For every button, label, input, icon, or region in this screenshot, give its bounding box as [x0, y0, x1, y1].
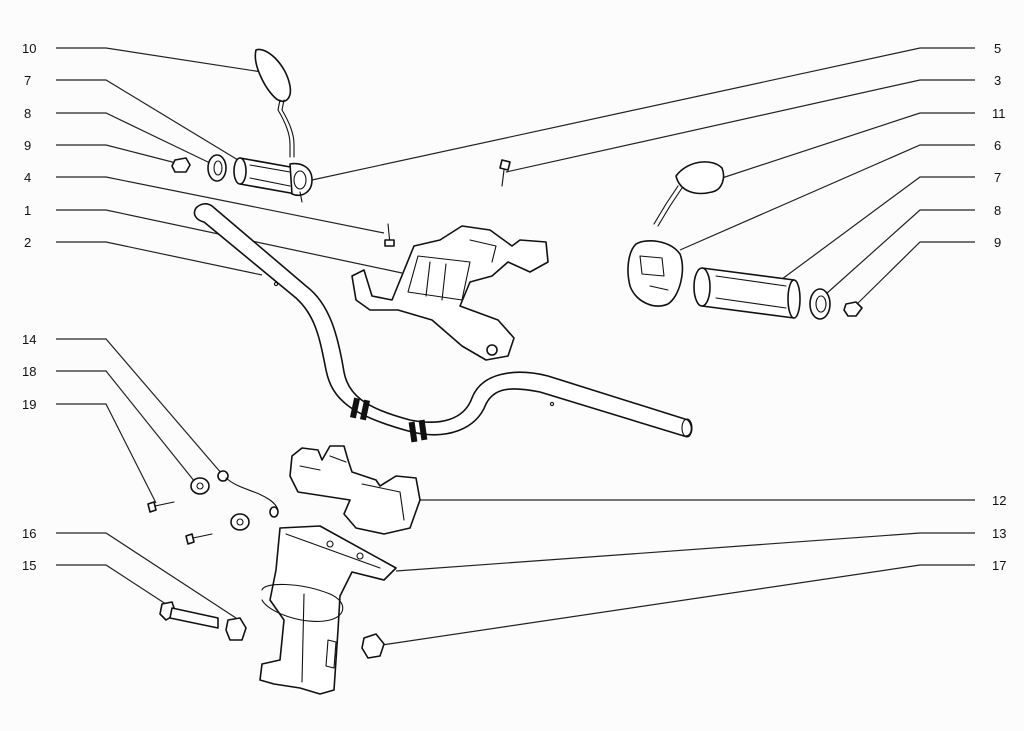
leader-7-left	[56, 79, 239, 161]
leader-1	[56, 209, 403, 274]
screws-19	[147, 501, 213, 545]
leader-16	[56, 532, 237, 619]
callout-7-right: 7	[994, 170, 1001, 185]
callout-19: 19	[22, 397, 36, 412]
callout-4: 4	[24, 170, 31, 185]
grip-assembly-right	[693, 267, 863, 320]
leader-2	[56, 241, 263, 276]
mirror-right	[653, 161, 725, 227]
leader-8-right	[825, 209, 975, 295]
leader-lines	[56, 47, 975, 646]
stem-13	[259, 525, 397, 695]
leader-5	[311, 47, 975, 181]
callout-9-left: 9	[24, 138, 31, 153]
leader-9-left	[56, 144, 181, 165]
callout-13: 13	[992, 526, 1006, 541]
washers-18	[190, 477, 250, 531]
callout-8-right: 8	[994, 203, 1001, 218]
callout-1: 1	[24, 203, 31, 218]
callout-14: 14	[22, 332, 36, 347]
callout-16: 16	[22, 526, 36, 541]
clamp-12	[289, 445, 421, 535]
leader-15	[56, 564, 173, 609]
bolt-4	[384, 223, 395, 247]
bracket-1	[351, 225, 549, 361]
callout-10: 10	[22, 41, 36, 56]
leader-4	[56, 176, 385, 234]
nut-17	[361, 633, 385, 659]
callout-3: 3	[994, 73, 1001, 88]
callout-labels-right: 5 3 11 6 7 8 9 12 13 17	[992, 41, 1006, 573]
callout-8-left: 8	[24, 106, 31, 121]
leader-18	[56, 370, 196, 483]
callout-2: 2	[24, 235, 31, 250]
leader-17	[381, 564, 975, 646]
callout-7-left: 7	[24, 73, 31, 88]
leader-8-left	[56, 112, 211, 164]
callout-11: 11	[992, 106, 1006, 121]
leader-14	[56, 338, 223, 475]
callout-17: 17	[992, 558, 1006, 573]
leader-9-right	[854, 241, 975, 307]
screw-3	[499, 159, 511, 187]
callout-18: 18	[22, 364, 36, 379]
leader-10	[56, 47, 263, 73]
callout-5: 5	[994, 41, 1001, 56]
leader-6	[679, 144, 975, 251]
mirror-left	[254, 48, 295, 158]
callout-9-right: 9	[994, 235, 1001, 250]
bolt-15	[159, 601, 219, 629]
leader-11	[721, 112, 975, 179]
switch-housing-6	[627, 240, 684, 307]
handlebar-2	[193, 203, 693, 443]
leader-7-right	[777, 176, 975, 283]
grip-assembly-left	[171, 154, 313, 203]
callout-15: 15	[22, 558, 36, 573]
cable-14	[217, 470, 279, 518]
callout-12: 12	[992, 493, 1006, 508]
leader-3	[505, 79, 975, 173]
leader-19	[56, 403, 157, 504]
callout-6: 6	[994, 138, 1001, 153]
callout-labels-left: 10 7 8 9 4 1 2 14 18 19 16 15	[22, 41, 36, 573]
leader-13	[395, 532, 975, 572]
nut-16	[225, 617, 247, 641]
